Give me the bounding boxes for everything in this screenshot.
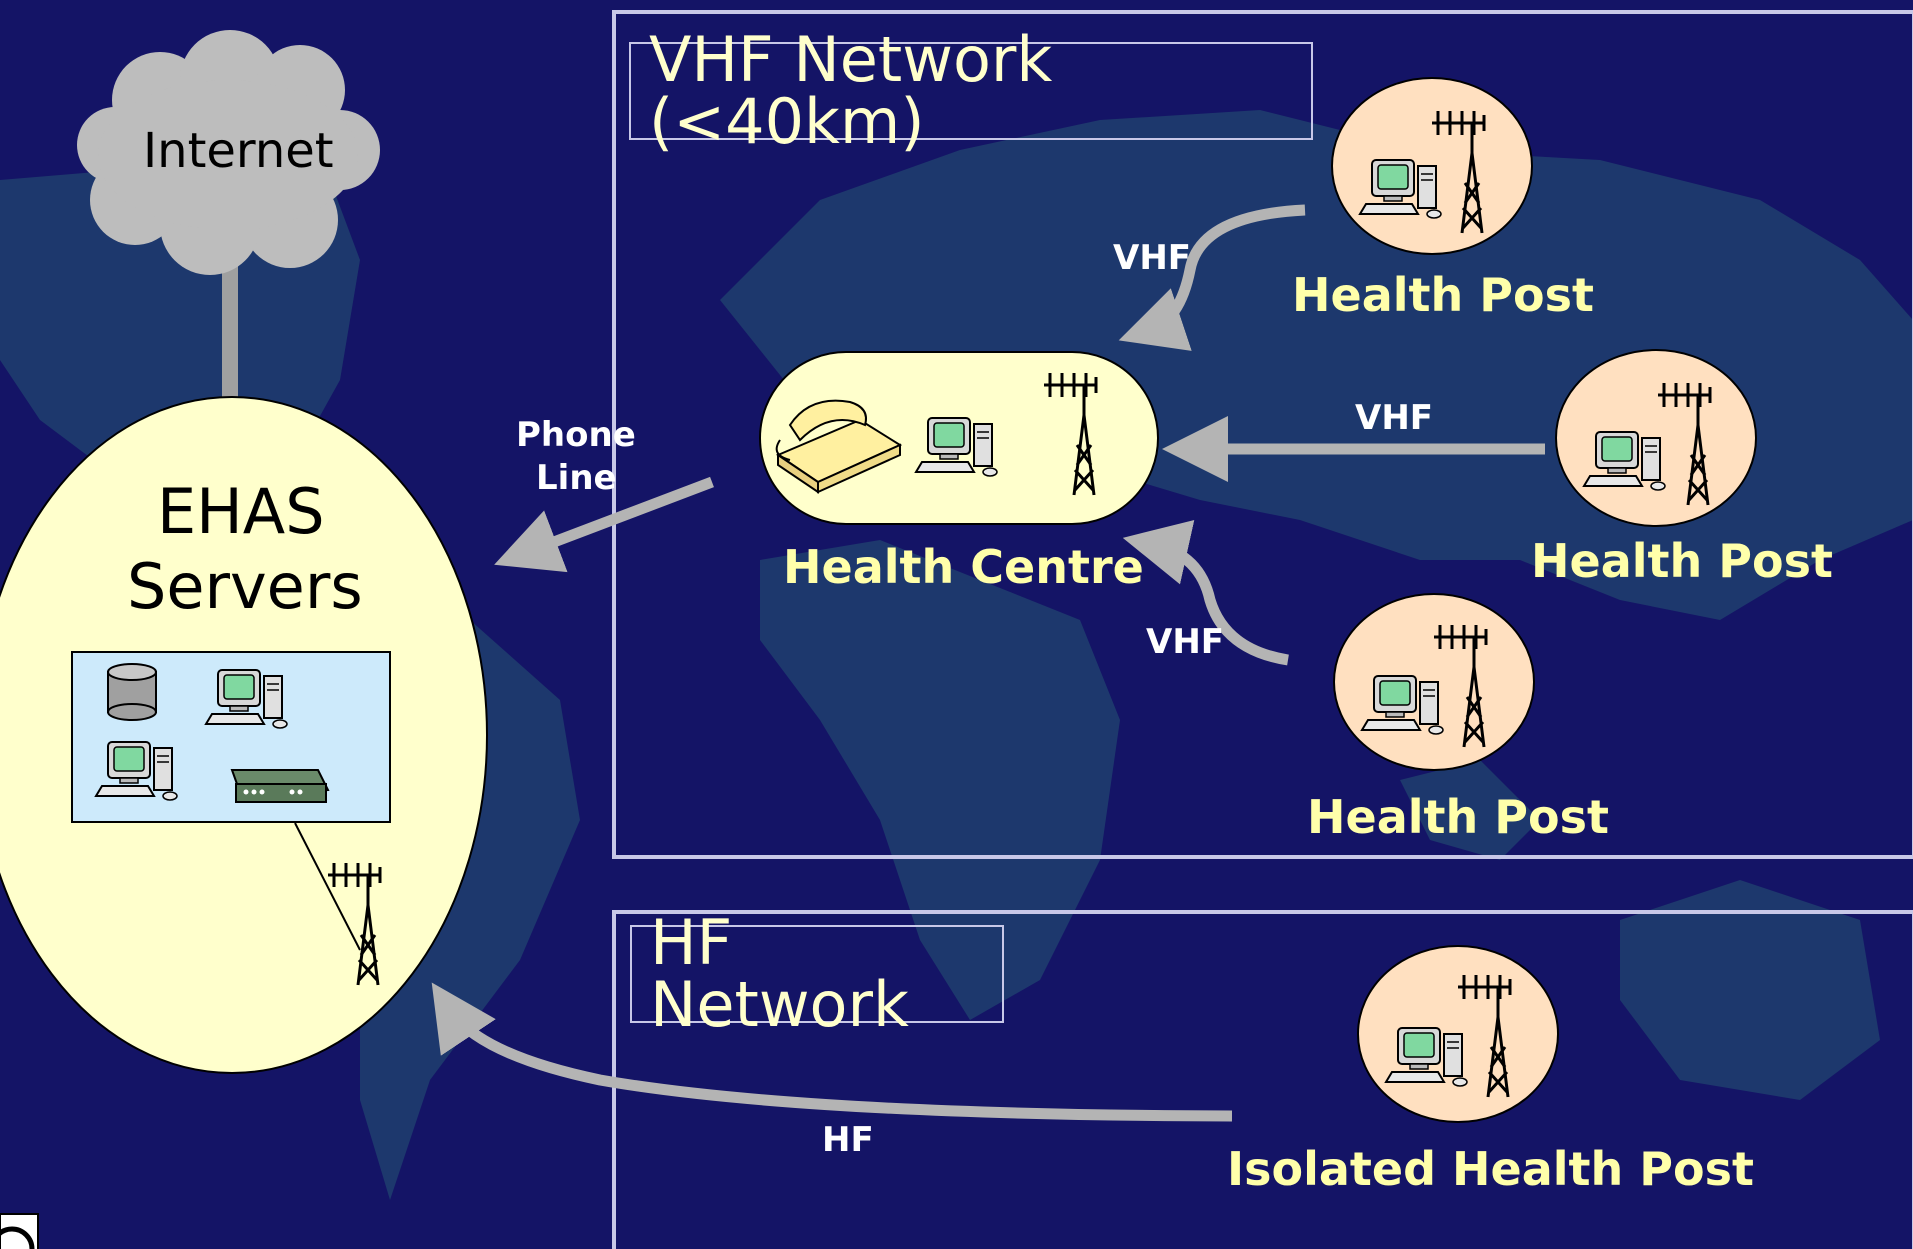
link-arrows [431, 204, 1545, 1122]
health-post-node-bottom [1333, 593, 1535, 771]
vhf-arrow-bottom [1122, 519, 1289, 666]
health-post-node-top [1331, 77, 1533, 255]
phone-line-label-2: Line [536, 458, 617, 498]
health-centre-node [759, 351, 1159, 525]
health-post-label-top: Health Post [1292, 268, 1594, 322]
vhf-label-top: VHF [1113, 238, 1191, 278]
health-centre-label: Health Centre [783, 540, 1144, 594]
hf-network-title: HF Network [630, 912, 1004, 1036]
ehas-servers-label-line1: EHAS [157, 475, 325, 548]
health-post-label-bottom: Health Post [1307, 790, 1609, 844]
hf-arrow [431, 982, 1233, 1122]
health-post-node-right [1555, 349, 1757, 527]
isolated-health-post-node [1357, 945, 1559, 1123]
vhf-network-title: VHF Network (<40km) [629, 29, 1313, 153]
ehas-servers-node [0, 396, 488, 1074]
vhf-label-bottom: VHF [1146, 622, 1224, 662]
vhf-arrow-top [1118, 204, 1306, 351]
health-post-label-right: Health Post [1531, 534, 1833, 588]
modem-icon [230, 769, 330, 803]
vhf-label-mid: VHF [1355, 398, 1433, 438]
logo-fragment [0, 1213, 39, 1249]
internet-label: Internet [143, 123, 334, 179]
ehas-servers-label-line2: Servers [127, 550, 363, 623]
telephone-icon [775, 399, 903, 494]
database-icon [107, 663, 157, 721]
isolated-health-post-label: Isolated Health Post [1227, 1142, 1754, 1196]
internet-cloud [77, 30, 380, 400]
hf-label: HF [822, 1120, 874, 1160]
phone-line-arrow [494, 476, 714, 573]
vhf-network-region [612, 10, 1913, 859]
phone-line-label-1: Phone [516, 415, 636, 455]
